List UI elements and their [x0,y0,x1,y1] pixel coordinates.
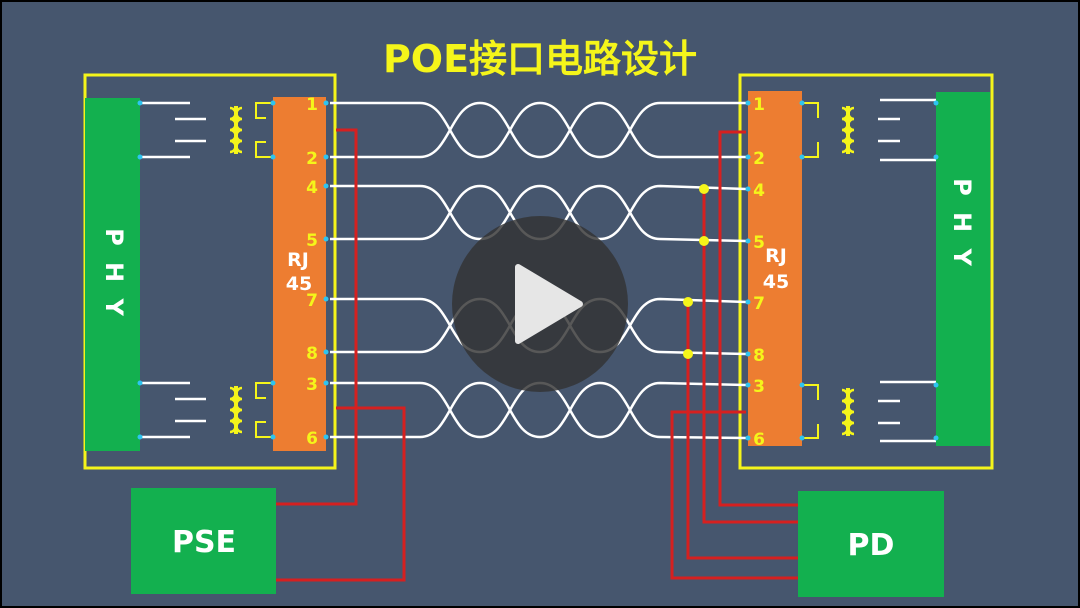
transformer-primary-right-1 [878,399,900,425]
play-button[interactable] [452,216,628,392]
transformer-primary-left-0 [175,117,206,143]
right-pin-label-2: 2 [753,149,765,169]
phy-pin-dot-left-01 [137,154,143,160]
right-pin-label-8: 8 [753,346,765,366]
left-pin-label-7: 7 [306,291,318,311]
twisted-pair-2-a [330,184,747,241]
right-pin-label-6: 6 [753,430,765,450]
rj45-pin-dot-right-11 [799,435,805,441]
left-rj45-out-dot-3 [323,236,329,242]
right-pin-label-4: 4 [753,181,765,201]
phy-pin-dot-left-00 [137,100,143,106]
transformer-secondary-right-1b [802,424,819,439]
left-rj45-out-dot-4 [323,296,329,302]
rj45-pin-dot-left-00 [270,100,276,106]
pse-label: PSE [172,525,236,560]
left-rj45-label-2: 45 [286,273,312,295]
transformer-secondary-left-0b [255,141,273,158]
power-wire-pd-a [718,130,798,507]
left-pin-label-5: 5 [306,231,318,251]
right-phy-label: P H Y [948,178,976,270]
right-phy-block [936,92,990,446]
right-rj45-out-dot-5 [745,351,751,357]
left-rj45-out-dot-1 [323,154,329,160]
right-rj45-out-dot-3 [745,238,751,244]
left-pin-label-8: 8 [306,344,318,364]
phy-pin-dot-right-10 [933,382,939,388]
power-wire-pse-a [276,128,358,506]
right-pin-label-5: 5 [753,233,765,253]
transformer-secondary-right-0a [802,102,819,118]
diagram-title: POE接口电路设计 [383,37,697,81]
transformer-secondary-right-0b [802,142,819,158]
phy-pin-dot-right-00 [933,100,939,106]
left-rj45-out-dot-2 [323,183,329,189]
right-pin-label-7: 7 [753,294,765,314]
left-pin-label-4: 4 [306,178,318,198]
twisted-pair-1-b [330,101,746,159]
right-rj45-out-dot-0 [745,100,751,106]
power-wire-pd-d [670,410,798,580]
rj45-pin-dot-left-01 [270,154,276,160]
transformer-icon-right-1 [841,388,855,436]
rj45-pin-dot-right-00 [799,100,805,106]
right-pin-label-3: 3 [753,377,765,397]
transformer-primary-left-1 [175,397,206,423]
right-frame [738,73,994,470]
play-icon[interactable] [515,264,583,344]
left-phy-block [85,98,140,451]
transformer-icon-left-0 [229,106,243,154]
rj45-pin-dot-right-10 [799,382,805,388]
power-wire-pse-b [276,406,406,582]
rj45-pin-dot-left-11 [270,434,276,440]
left-rj45-out-dot-6 [323,380,329,386]
pd-box [798,491,944,597]
left-rj45-block [273,97,326,451]
pin-label-layer: 1 2 4 5 7 8 3 6 1 2 4 5 7 8 3 6 [306,95,765,450]
pse-box [131,488,276,594]
power-wire-pd-b [702,189,798,524]
right-rj45-out-dot-2 [745,186,751,192]
rj45-pin-dot-right-01 [799,154,805,160]
pd-label: PD [848,528,895,563]
right-rj45-out-dot-1 [745,154,751,160]
transformer-icon-right-0 [841,106,855,154]
phy-pin-dot-right-01 [933,154,939,160]
rj45-pin-dot-left-10 [270,380,276,386]
left-pin-label-2: 2 [306,149,318,169]
right-rj45-out-dot-7 [745,435,751,441]
junction-dot-0 [699,184,709,194]
transformer-secondary-left-1b [255,421,273,438]
transformer-primary-right-0 [878,117,900,143]
power-wire-pd-c [686,302,798,560]
left-rj45-out-dot-0 [323,100,329,106]
right-rj45-label: RJ [765,245,787,267]
left-rj45-label: RJ [287,249,309,271]
left-phy-label: P H Y [100,228,128,320]
right-pin-label-1: 1 [753,95,765,115]
junction-dot-2 [683,297,693,307]
phy-pin-dot-left-11 [137,434,143,440]
transformer-icon-left-1 [229,386,243,434]
left-rj45-out-dot-5 [323,349,329,355]
junction-dot-3 [683,349,693,359]
twisted-pair-1-a [330,101,746,159]
right-rj45-out-dot-6 [745,382,751,388]
junction-dot-1 [699,236,709,246]
phy-pin-dot-left-10 [137,380,143,386]
transformer-secondary-left-0a [255,102,273,119]
left-pin-label-1: 1 [306,95,318,115]
right-rj45-block [748,91,802,446]
transformer-secondary-left-1a [255,382,273,399]
right-rj45-label-2: 45 [763,271,789,293]
left-rj45-out-dot-7 [323,434,329,440]
phy-pin-dot-right-11 [933,435,939,441]
transformer-secondary-right-1a [802,384,819,400]
twisted-pair-4-b [330,381,747,440]
left-pin-label-6: 6 [306,429,318,449]
left-pin-label-3: 3 [306,375,318,395]
right-rj45-out-dot-4 [745,299,751,305]
